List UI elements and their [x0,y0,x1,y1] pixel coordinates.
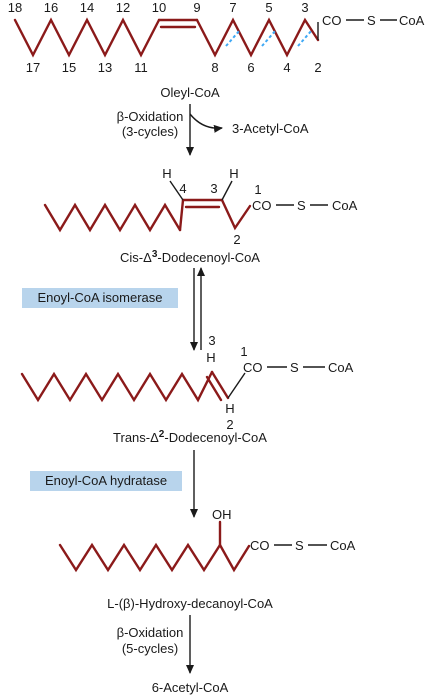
trans-chain [20,370,214,403]
oleyl-carbon-8: 8 [211,60,218,75]
step1-process: β-Oxidation [117,109,184,124]
cis-carbon-2: 2 [233,232,240,247]
step2-product: 6-Acetyl-CoA [152,680,229,695]
isomerase-label-box [22,288,178,308]
cis-carbon-1: 1 [254,182,261,197]
oleyl-carbon-16: 16 [44,0,58,15]
oleyl-chain-right [195,17,320,58]
cleavage-mark-1 [225,29,241,47]
oleyl-coa: CoA [399,13,425,28]
oleyl-carbon-6: 6 [247,60,254,75]
cleavage-mark-3 [297,29,313,47]
trans-name-superscript: 2 [159,429,165,440]
step1-cycles: (3-cycles) [122,124,178,139]
hydroxy-coa: CoA [330,538,356,553]
trans-carbon-3: 3 [208,333,215,348]
cis-co: CO [252,198,272,213]
oleyl-carbon-9: 9 [193,0,200,15]
cleavage-mark-2 [261,29,277,47]
oleyl-carbon-5: 5 [265,0,272,15]
hydroxy-co: CO [250,538,270,553]
oleyl-s: S [367,13,376,28]
cis-s: S [297,198,306,213]
oleyl-carbon-15: 15 [62,60,76,75]
oleyl-coa-structure: 18 16 14 12 10 9 7 5 3 17 15 13 11 8 6 4… [8,0,425,100]
cis-h4-bond [169,180,184,201]
oleyl-carbon-11: 11 [134,60,148,75]
cis-chain-left [43,202,182,233]
step1-side-arrow [189,113,223,133]
cis-coa: CoA [332,198,358,213]
trans-h-bottom: H [225,401,234,416]
oleyl-carbon-14: 14 [80,0,94,15]
trans-dodecenoyl-coa-name: Trans-Δ2-Dodecenoyl-CoA [113,429,267,445]
hydroxy-s: S [295,538,304,553]
cis-bond-c4 [178,198,185,232]
oleyl-carbon-17: 17 [26,60,40,75]
step2-process: β-Oxidation [117,625,184,640]
trans-co: CO [243,360,263,375]
step1-beta-oxidation: β-Oxidation (3-cycles) 3-Acetyl-CoA [117,104,309,156]
oleyl-carbon-3: 3 [301,0,308,15]
hydratase-step: Enoyl-CoA hydratase [30,450,198,518]
oleyl-carbon-4: 4 [283,60,290,75]
cis-carbon-3: 3 [210,181,217,196]
trans-s: S [290,360,299,375]
trans-bond-c1 [227,372,246,399]
hydroxy-decanoyl-coa-structure: OH CO S CoA L-(β)-Hydroxy-decanoyl-CoA [58,507,356,611]
cis-chain-right [220,198,252,231]
oleyl-carbon-13: 13 [98,60,112,75]
trans-dodecenoyl-coa-structure: 3 H H 2 1 CO S CoA Trans-Δ2-Dodecenoyl-C… [20,333,354,445]
hydroxy-chain [58,542,251,573]
isomerase-label: Enoyl-CoA isomerase [38,290,163,305]
hydroxy-decanoyl-coa-name: L-(β)-Hydroxy-decanoyl-CoA [107,596,273,611]
cis-h-right: H [229,166,238,181]
trans-name-prefix: Trans-Δ [113,430,159,445]
oleyl-coa-name: Oleyl-CoA [160,85,220,100]
oleyl-co: CO [322,13,342,28]
step1-product: 3-Acetyl-CoA [232,121,309,136]
trans-h-top: H [206,350,215,365]
trans-carbon-2: 2 [226,417,233,432]
trans-name-suffix: -Dodecenoyl-CoA [164,430,267,445]
isomerase-step: Enoyl-CoA isomerase [22,267,205,351]
oleyl-carbon-18: 18 [8,0,22,15]
trans-coa: CoA [328,360,354,375]
cis-dodecenoyl-coa-structure: H H 4 3 1 2 CO S CoA Cis-Δ3-Dodecenoyl-C… [43,166,358,265]
cis-h3-bond [221,180,233,201]
step2-beta-oxidation: β-Oxidation (5-cycles) 6-Acetyl-CoA [117,615,229,695]
oleyl-carbon-2: 2 [314,60,321,75]
cis-name-prefix: Cis-Δ [120,250,152,265]
cis-carbon-4: 4 [179,181,186,196]
cis-h-left: H [162,166,171,181]
oleyl-carbon-10: 10 [152,0,166,15]
cis-name-superscript: 3 [152,249,158,260]
cis-dodecenoyl-coa-name: Cis-Δ3-Dodecenoyl-CoA [120,249,260,265]
hydratase-label: Enoyl-CoA hydratase [45,473,167,488]
trans-double-bond [210,370,230,400]
trans-double-bond-second [205,375,223,402]
step2-cycles: (5-cycles) [122,641,178,656]
trans-carbon-1: 1 [240,344,247,359]
hydroxy-oh: OH [212,507,232,522]
oleyl-carbon-7: 7 [229,0,236,15]
oleyl-carbon-12: 12 [116,0,130,15]
hydratase-label-box [30,471,182,491]
oleyl-chain-left [13,17,161,58]
cis-name-suffix: -Dodecenoyl-CoA [157,250,260,265]
